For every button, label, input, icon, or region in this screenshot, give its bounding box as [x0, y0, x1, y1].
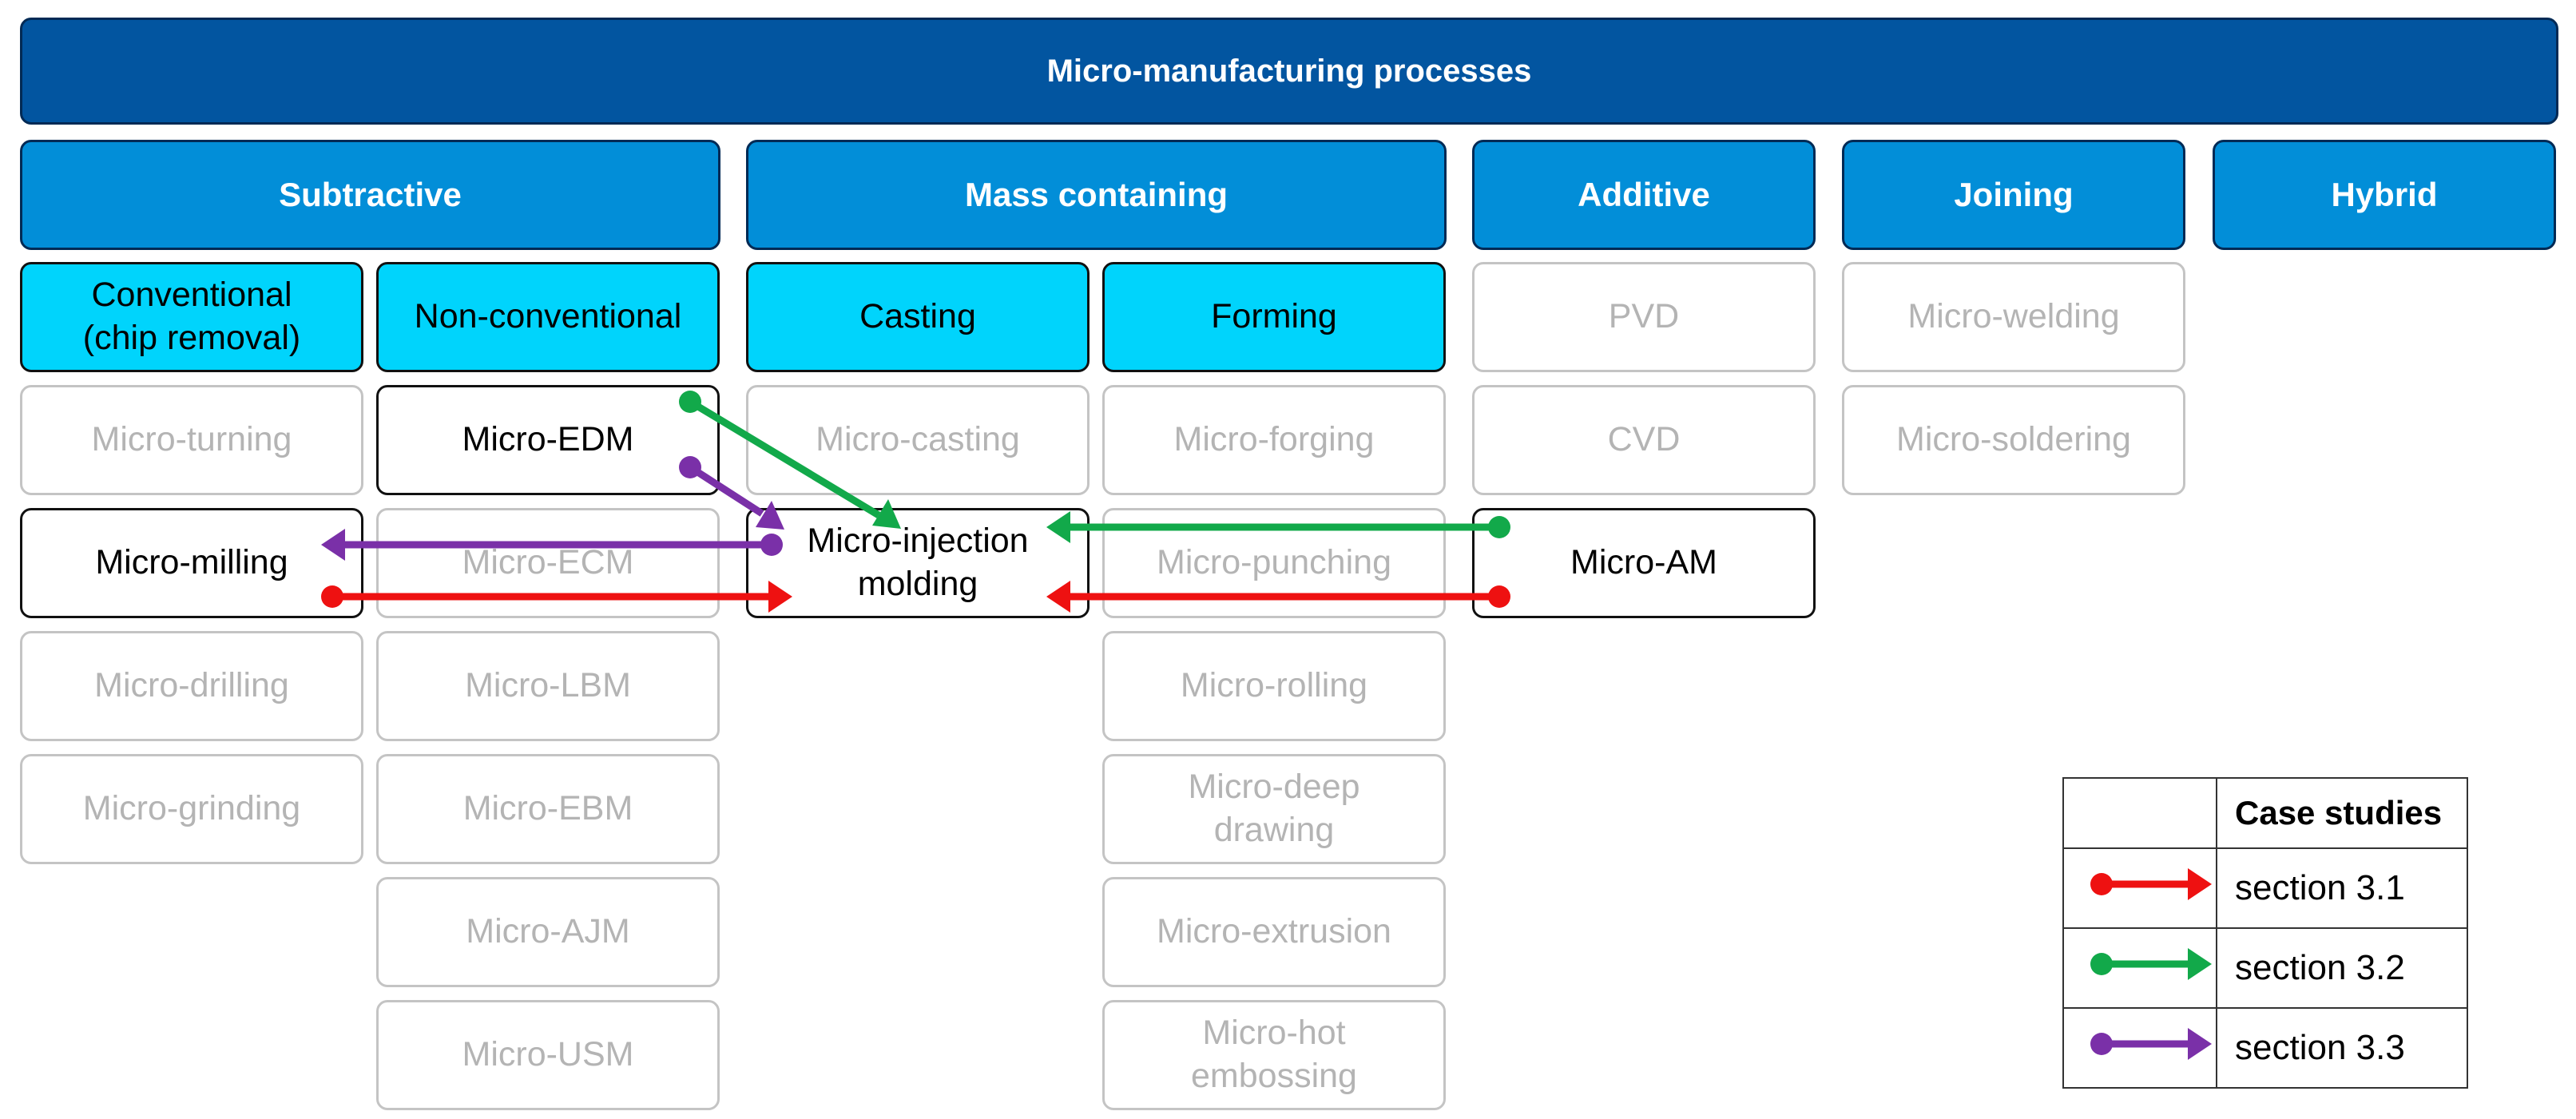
legend-header: Case studies [2216, 777, 2468, 849]
process-pvd: PVD [1472, 262, 1816, 372]
legend-header-blank [2062, 777, 2217, 849]
process-cvd: CVD [1472, 385, 1816, 495]
subcategory-non-conventional: Non-conventional [376, 262, 720, 372]
arrow-section-3-2-edm-to-injection [679, 391, 901, 529]
red-arrow-icon [2090, 867, 2212, 900]
process-micro-extrusion: Micro-extrusion [1102, 877, 1446, 987]
subcategory-conventional-line1: Conventional [91, 276, 292, 315]
arrow-section-3-1-milling-to-injection [321, 581, 792, 613]
purple-arrow-icon [2090, 1027, 2212, 1060]
legend-label-section-3-2: section 3.2 [2216, 927, 2468, 1009]
process-micro-injection-molding: Micro-injection molding [746, 508, 1090, 618]
process-micro-am: Micro-AM [1472, 508, 1816, 618]
process-micro-soldering: Micro-soldering [1842, 385, 2185, 495]
process-micro-forging: Micro-forging [1102, 385, 1446, 495]
process-micro-welding: Micro-welding [1842, 262, 2185, 372]
category-additive: Additive [1472, 140, 1816, 250]
process-micro-turning: Micro-turning [20, 385, 363, 495]
process-micro-drilling: Micro-drilling [20, 631, 363, 741]
legend-label-section-3-1: section 3.1 [2216, 847, 2468, 929]
process-micro-milling: Micro-milling [20, 508, 363, 618]
process-micro-usm: Micro-USM [376, 1000, 720, 1110]
process-micro-lbm: Micro-LBM [376, 631, 720, 741]
process-micro-casting: Micro-casting [746, 385, 1090, 495]
process-micro-deep-drawing: Micro-deep drawing [1102, 754, 1446, 864]
category-mass-containing: Mass containing [746, 140, 1447, 250]
arrow-section-3-3-injection-to-milling [321, 529, 783, 561]
process-micro-ajm: Micro-AJM [376, 877, 720, 987]
legend-swatch-section-3-1 [2062, 847, 2217, 929]
arrow-section-3-3-edm-to-injection [679, 456, 784, 530]
subcategory-conventional: Conventional (chip removal) [20, 262, 363, 372]
category-hybrid: Hybrid [2213, 140, 2556, 250]
process-micro-ebm: Micro-EBM [376, 754, 720, 864]
arrow-section-3-1-am-to-injection [1046, 581, 1510, 613]
process-micro-edm: Micro-EDM [376, 385, 720, 495]
process-micro-hot-embossing: Micro-hot embossing [1102, 1000, 1446, 1110]
process-micro-rolling: Micro-rolling [1102, 631, 1446, 741]
arrow-section-3-2-am-to-injection [1046, 511, 1510, 543]
subcategory-conventional-line2: (chip removal) [82, 319, 301, 357]
legend-swatch-section-3-2 [2062, 927, 2217, 1009]
legend-table: Case studies section 3.1 section 3.2 [2062, 777, 2468, 1089]
green-arrow-icon [2090, 947, 2212, 980]
process-micro-grinding: Micro-grinding [20, 754, 363, 864]
legend-swatch-section-3-3 [2062, 1007, 2217, 1089]
subcategory-casting: Casting [746, 262, 1090, 372]
subcategory-forming: Forming [1102, 262, 1446, 372]
category-joining: Joining [1842, 140, 2185, 250]
diagram-title: Micro-manufacturing processes [20, 18, 2558, 125]
category-subtractive: Subtractive [20, 140, 720, 250]
legend-label-section-3-3: section 3.3 [2216, 1007, 2468, 1089]
